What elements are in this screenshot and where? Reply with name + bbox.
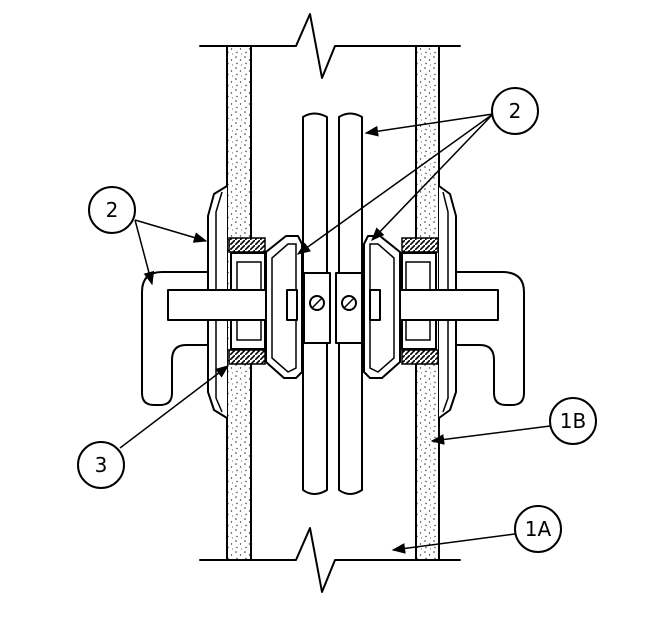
left-collar (286, 289, 298, 321)
callout-3: 3 (77, 441, 125, 489)
callout-1b: 1B (549, 397, 597, 445)
callout-1b-label: 1B (560, 409, 586, 433)
leader-1b-to-wall (430, 425, 551, 445)
leader-1a-to-floor (391, 533, 516, 554)
callout-1a-label: 1A (525, 517, 552, 541)
leader-2-to-left-lock (296, 113, 494, 255)
right-gasket-bottom (401, 349, 439, 365)
leader-2-to-right-lock (371, 113, 494, 241)
left-hardware-assembly (141, 185, 331, 419)
callout-3-label: 3 (95, 453, 108, 477)
callout-2-top: 2 (491, 87, 539, 135)
callout-1a: 1A (514, 505, 562, 553)
leader-3-to-gasket (119, 365, 230, 449)
left-gasket-bottom (228, 349, 266, 365)
top-break-line (199, 13, 461, 79)
right-hardware-assembly (335, 185, 525, 419)
bottom-break-line (199, 527, 461, 593)
right-collar (369, 289, 381, 321)
leader-lines (119, 113, 551, 554)
leader-2-to-door (364, 113, 494, 137)
left-lock-body (265, 235, 303, 379)
leader-2-to-lever (134, 219, 155, 286)
callout-2-top-label: 2 (509, 99, 522, 123)
callout-2-left-label: 2 (106, 198, 119, 222)
left-gasket-top (228, 237, 266, 253)
leader-2-to-escutcheon (134, 219, 208, 243)
right-gasket-top (401, 237, 439, 253)
callout-2-left: 2 (88, 186, 136, 234)
